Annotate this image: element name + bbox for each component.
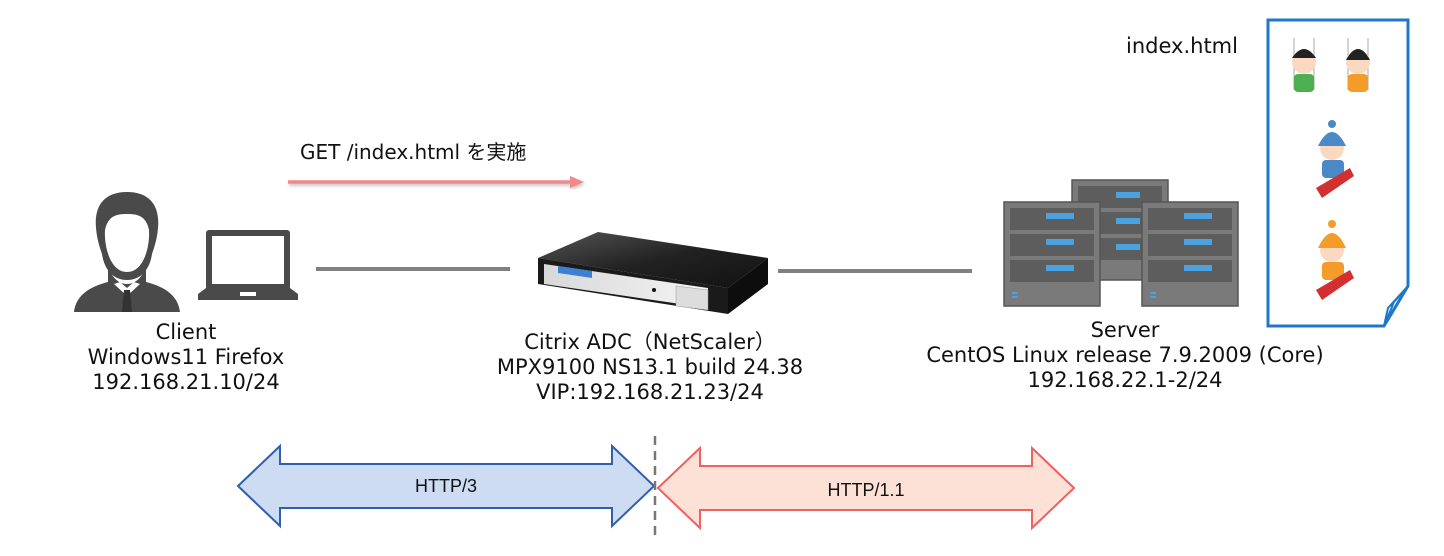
laptop-icon (198, 230, 298, 300)
server-rack-icon (1003, 179, 1239, 307)
client-label: Client Windows11 Firefox 192.168.21.10/2… (66, 320, 306, 395)
adc-title: Citrix ADC（NetScaler） (524, 330, 776, 354)
server-ip: 192.168.22.1-2/24 (1027, 368, 1223, 392)
swing-kids-illustration (1292, 38, 1370, 92)
http3-label: HTTP/3 (414, 476, 477, 496)
appliance-icon (538, 232, 768, 314)
http11-arrow (656, 445, 1076, 531)
boundary-divider (653, 436, 657, 536)
document-filename: index.html (1126, 34, 1238, 58)
adc-server-link (778, 269, 972, 273)
server-left (1003, 201, 1101, 307)
server-os: CentOS Linux release 7.9.2009 (Core) (926, 343, 1324, 367)
adc-label: Citrix ADC（NetScaler） MPX9100 NS13.1 bui… (470, 330, 830, 405)
client-ip: 192.168.21.10/24 (92, 370, 280, 394)
server-right (1141, 201, 1239, 307)
person-icon (74, 192, 180, 312)
server-title: Server (1090, 318, 1160, 342)
client-title: Client (155, 320, 217, 344)
adc-model: MPX9100 NS13.1 build 24.38 (496, 355, 804, 379)
request-label: GET /index.html を実施 (300, 140, 527, 164)
client-os-browser: Windows11 Firefox (87, 345, 285, 369)
sled-girl-illustration (1316, 220, 1354, 300)
server-label: Server CentOS Linux release 7.9.2009 (Co… (900, 318, 1350, 393)
request-arrow (288, 176, 584, 188)
http11-label: HTTP/1.1 (827, 480, 905, 500)
client-adc-link (316, 267, 510, 271)
document-icon (1266, 18, 1410, 328)
sled-boy-illustration (1316, 120, 1354, 198)
adc-vip: VIP:192.168.21.23/24 (536, 380, 764, 404)
